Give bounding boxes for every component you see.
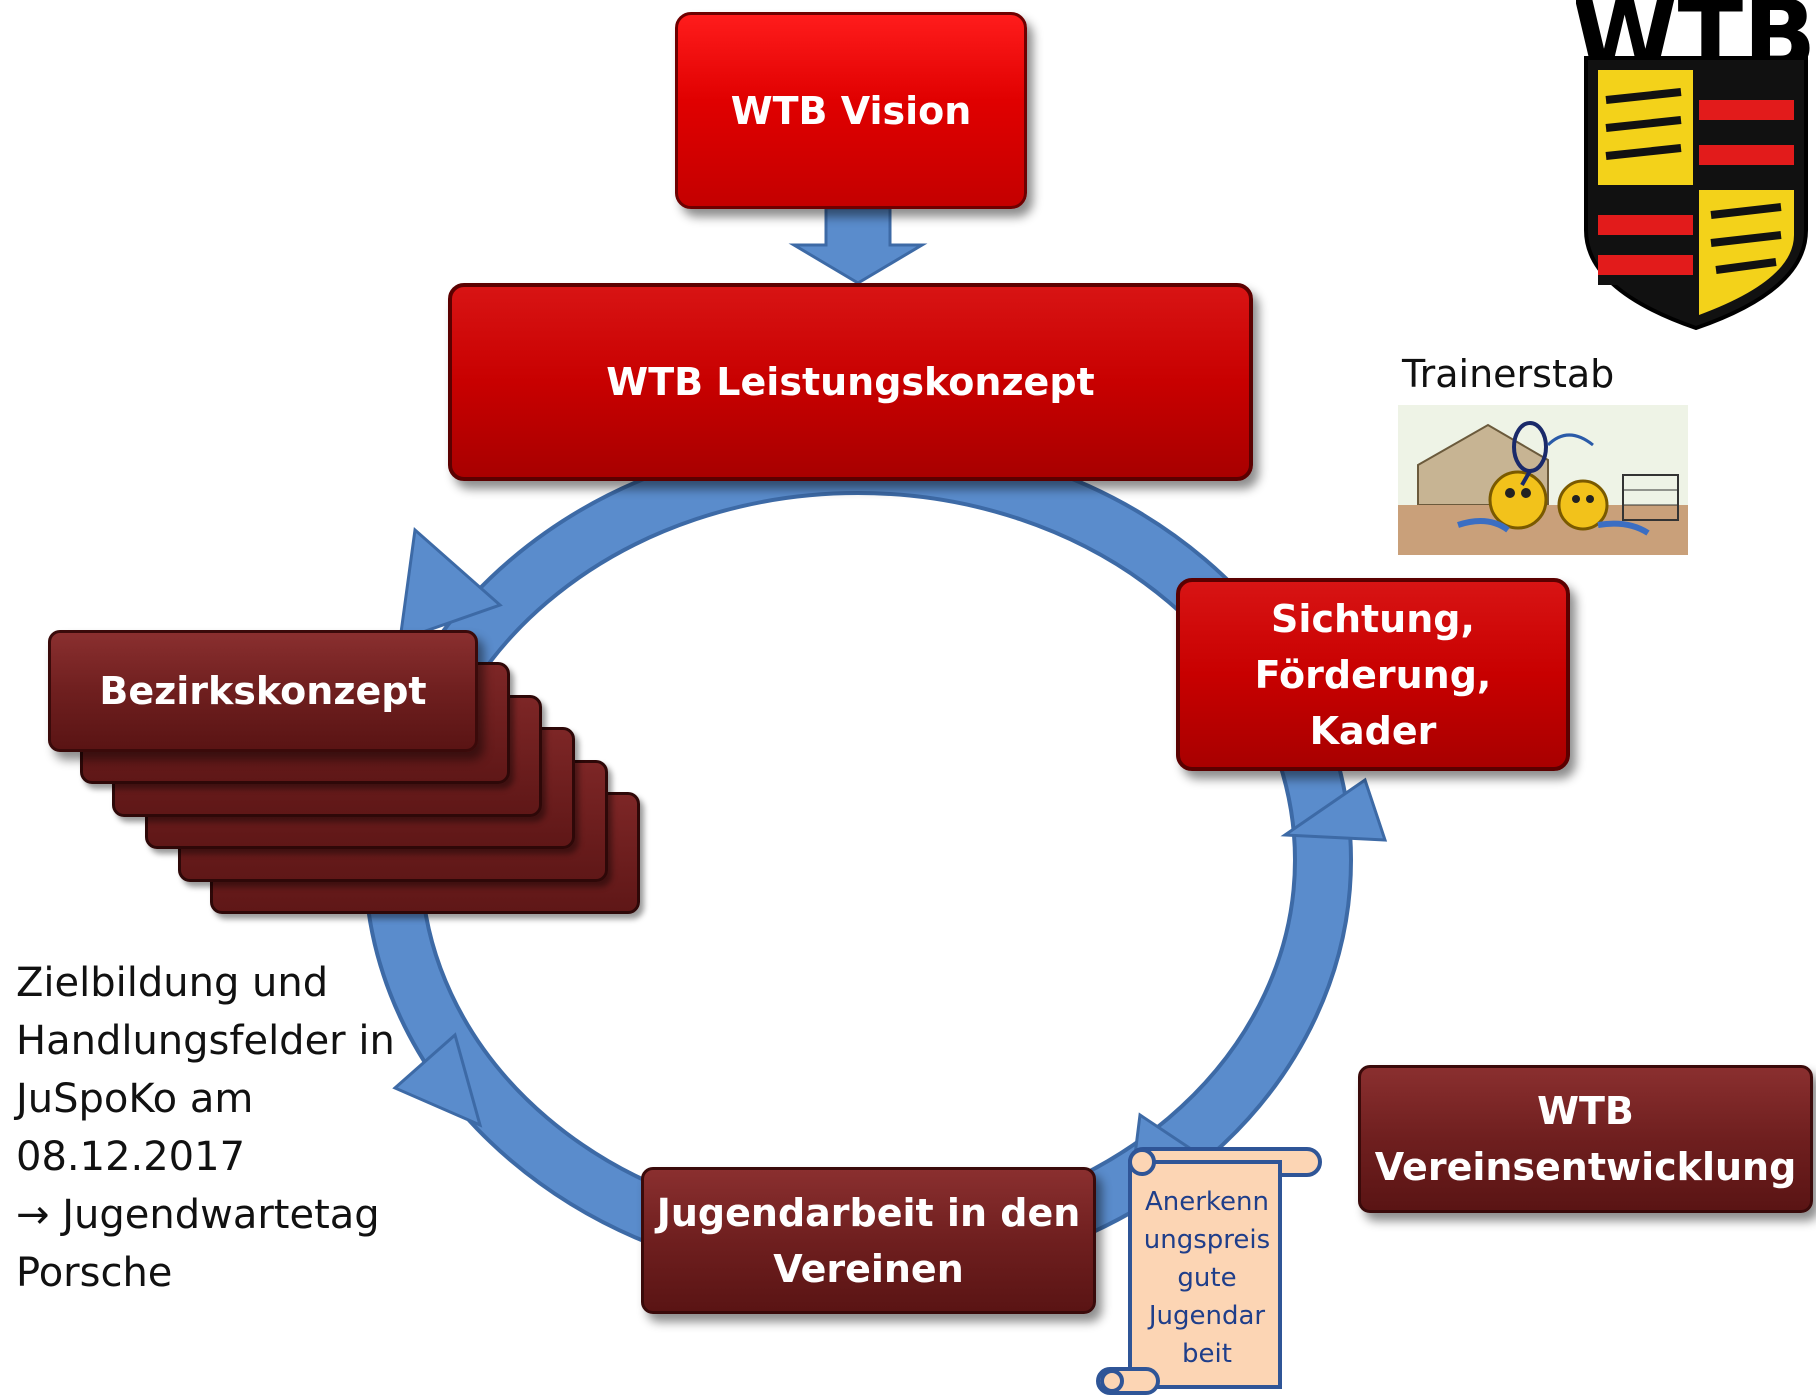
jugendarbeit-box: Jugendarbeit in den Vereinen (641, 1167, 1096, 1314)
zielbildung-line-4: 08.12.2017 (16, 1134, 246, 1180)
anerkennungspreis-line-3: gute (1177, 1263, 1237, 1293)
scroll-curl-top (1128, 1148, 1156, 1176)
sichtung-box: Sichtung, Förderung, Kader (1176, 578, 1570, 771)
zielbildung-line-3: JuSpoKo am (16, 1076, 254, 1122)
sichtung-line-1: Sichtung, (1271, 596, 1475, 641)
leistungskonzept-label: WTB Leistungskonzept (606, 360, 1095, 404)
sichtung-line-2: Förderung, (1254, 652, 1492, 697)
leistungskonzept-box: WTB Leistungskonzept (448, 283, 1253, 481)
trainerstab-label: Trainerstab (1402, 352, 1615, 396)
zielbildung-line-2: Handlungsfelder in (16, 1018, 395, 1064)
jugendarbeit-line-1: Jugendarbeit in den (656, 1190, 1081, 1235)
vereinsentwicklung-line-2: Vereinsentwicklung (1374, 1145, 1797, 1189)
ring-arrowhead-lower-left (392, 1032, 483, 1128)
vereinsentwicklung-line-1: WTB (1537, 1089, 1634, 1133)
ring-arrowhead-right (1280, 777, 1388, 842)
vision-box: WTB Vision (675, 12, 1027, 209)
zielbildung-line-6: Porsche (16, 1250, 173, 1296)
zielbildung-line-1: Zielbildung und (16, 960, 329, 1006)
sichtung-line-3: Kader (1309, 708, 1437, 753)
down-arrow (788, 206, 928, 285)
bezirkskonzept-label: Bezirkskonzept (99, 669, 427, 713)
anerkennungspreis-line-1: Anerkenn (1144, 1187, 1270, 1217)
jugendarbeit-line-2: Vereinen (773, 1246, 964, 1291)
scroll-curl-bottom (1100, 1369, 1124, 1393)
anerkennungspreis-line-2: ungspreis (1143, 1225, 1271, 1255)
anerkennungspreis-text: Anerkenn ungspreis gute Jugendar beit (1132, 1183, 1282, 1373)
vereinsentwicklung-box: WTB Vereinsentwicklung (1358, 1065, 1813, 1213)
vision-label: WTB Vision (730, 88, 972, 133)
trainerstab-illustration (1398, 405, 1688, 555)
wtb-logo: WTB (1576, 0, 1816, 330)
scroll-shape (1096, 1147, 1322, 1395)
zielbildung-line-5: → Jugendwartetag (16, 1192, 380, 1238)
bezirkskonzept-box: Bezirkskonzept (48, 630, 478, 752)
zielbildung-text: Zielbildung und Handlungsfelder in JuSpo… (16, 954, 395, 1302)
ring-arrowhead-upper-left (398, 527, 503, 643)
anerkennungspreis-line-5: beit (1182, 1339, 1232, 1369)
anerkennungspreis-line-4: Jugendar (1148, 1301, 1266, 1331)
